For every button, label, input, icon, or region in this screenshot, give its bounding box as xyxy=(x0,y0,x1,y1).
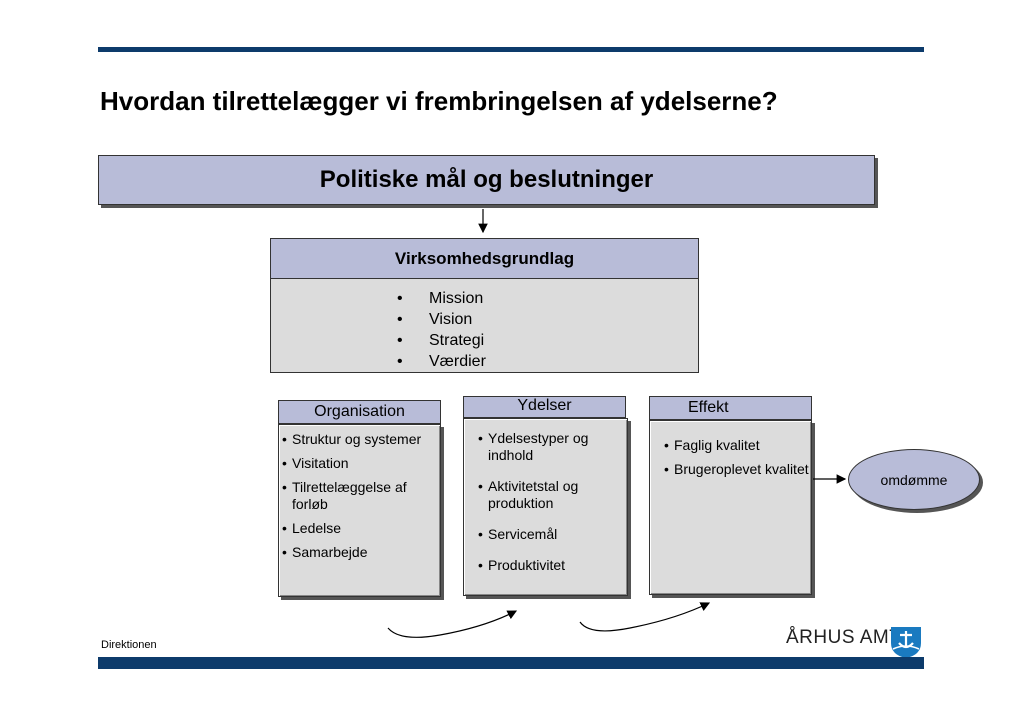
list-item: •Struktur og systemer xyxy=(282,431,422,447)
list-item: •Værdier xyxy=(397,353,486,370)
top-rule xyxy=(98,47,924,52)
logo-text: ÅRHUS AMT xyxy=(786,627,902,648)
politiske-box: Politiske mål og beslutninger xyxy=(98,155,875,205)
effekt-body: •Faglig kvalitet •Brugeroplevet kvalitet xyxy=(649,420,812,595)
virksomhed-header: Virksomhedsgrundlag xyxy=(270,238,699,279)
virksomhed-body: •Mission •Vision •Strategi •Værdier xyxy=(270,279,699,373)
ydelser-header: Ydelser xyxy=(463,396,626,418)
list-item: •Samarbejde xyxy=(282,544,368,560)
ydelser-header-label: Ydelser xyxy=(517,397,572,414)
curved-arrow-2 xyxy=(579,602,711,632)
list-item: •Brugeroplevet kvalitet xyxy=(664,461,809,477)
politiske-label: Politiske mål og beslutninger xyxy=(319,166,654,193)
bottom-rule xyxy=(98,657,924,669)
list-item: •Strategi xyxy=(397,332,485,349)
effekt-header-label: Effekt xyxy=(688,399,729,416)
curved-arrow-1 xyxy=(387,610,518,638)
list-item: •Servicemål xyxy=(478,526,558,542)
list-item: •Faglig kvalitet xyxy=(664,437,760,453)
footer-label: Direktionen xyxy=(101,639,157,651)
omdomme-oval: omdømme xyxy=(848,449,980,510)
organisation-header-label: Organisation xyxy=(314,403,405,420)
list-item: •Tilrettelæggelse af forløb xyxy=(282,479,407,512)
list-item: •Ydelsestyper og indhold xyxy=(478,430,589,463)
virksomhed-header-label: Virksomhedsgrundlag xyxy=(394,248,575,268)
organisation-body: •Struktur og systemer •Visitation •Tilre… xyxy=(278,424,441,597)
omdomme-label: omdømme xyxy=(880,471,948,488)
organisation-header: Organisation xyxy=(278,400,441,424)
effekt-header: Effekt xyxy=(649,396,812,420)
list-item: •Vision xyxy=(397,311,473,328)
virksomhed-list: •Mission •Vision •Strategi •Værdier xyxy=(397,288,486,372)
page-title: Hvordan tilrettelægger vi frembringelsen… xyxy=(100,86,778,116)
ydelser-body: •Ydelsestyper og indhold •Aktivitetstal … xyxy=(463,418,628,596)
list-item: •Ledelse xyxy=(282,520,342,536)
list-item: •Produktivitet xyxy=(478,557,566,573)
list-item: •Visitation xyxy=(282,455,349,471)
list-item: •Aktivitetstal og produktion xyxy=(478,478,579,511)
shield-logo-icon xyxy=(891,627,921,658)
list-item: •Mission xyxy=(397,290,484,307)
